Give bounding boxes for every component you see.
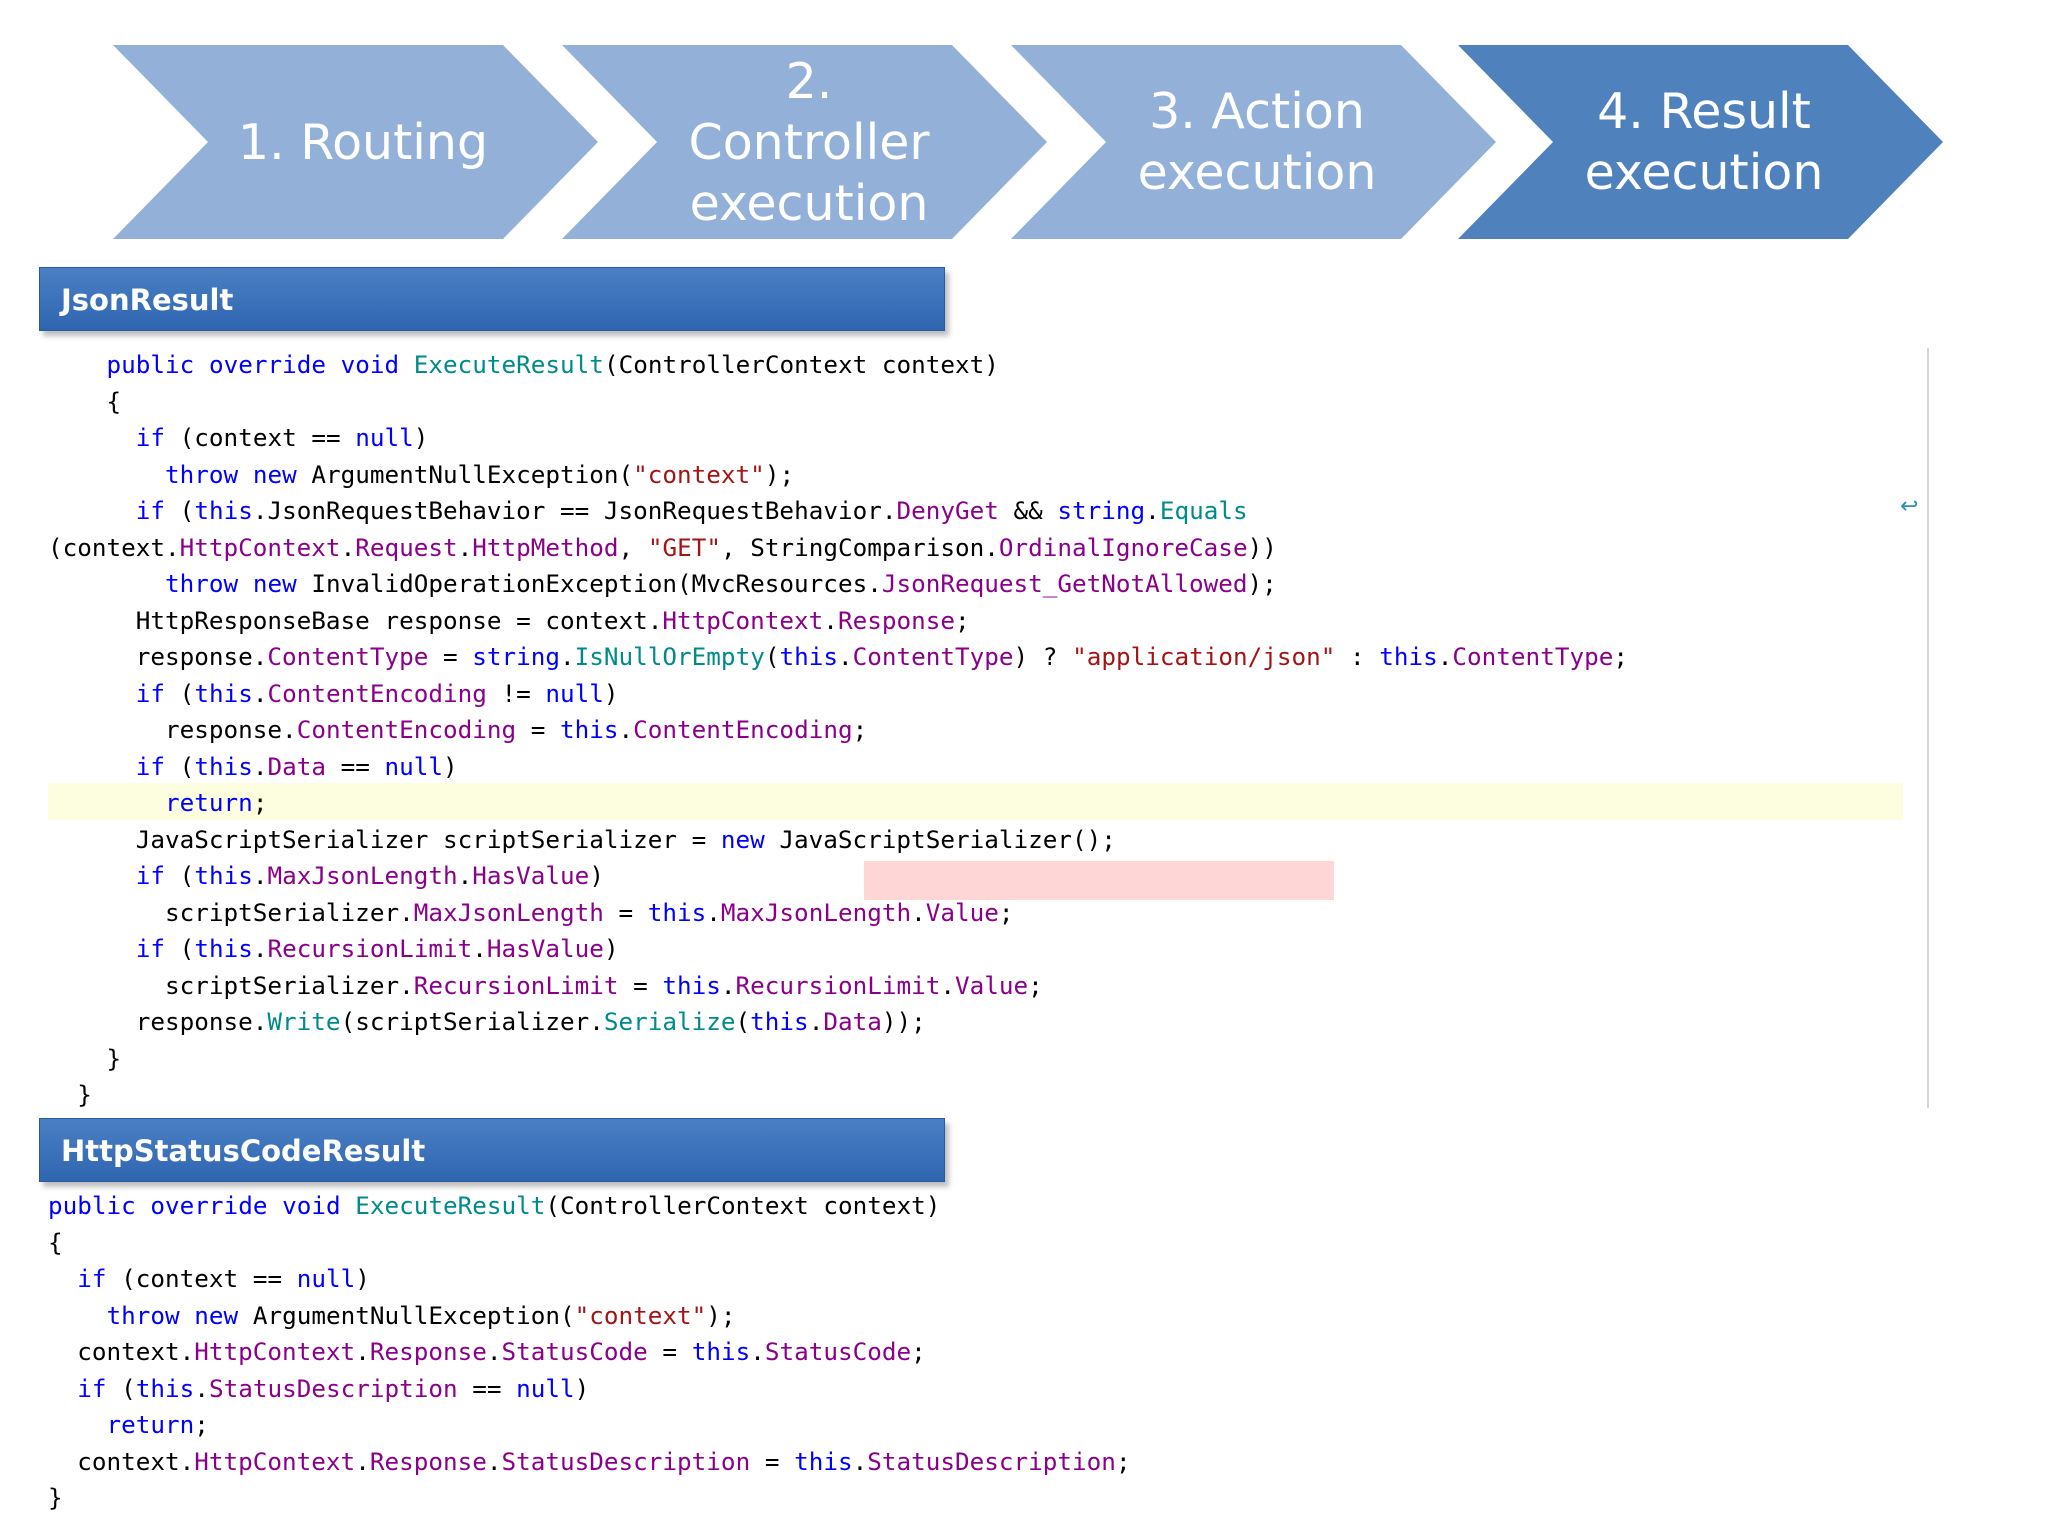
- word-wrap-icon: ↩: [1900, 494, 1919, 519]
- code-line: (context.HttpContext.Request.HttpMethod,…: [48, 532, 1277, 562]
- code-line: response.ContentEncoding = this.ContentE…: [48, 715, 868, 744]
- code-line: context.HttpContext.Response.StatusDescr…: [48, 1446, 1131, 1476]
- code-line: throw new ArgumentNullException("context…: [106, 1300, 736, 1330]
- code-line: throw new InvalidOperationException(MvcR…: [165, 569, 1277, 598]
- json-result-header: JsonResult: [39, 267, 945, 331]
- code-line: return;: [165, 788, 268, 817]
- step-3-label: 3. Action execution: [1137, 83, 1377, 201]
- step-3-chevron: [1011, 45, 1496, 239]
- code-line: {: [48, 386, 122, 416]
- step-1-label: 1. Routing: [237, 113, 489, 171]
- step-1-chevron: [113, 45, 598, 239]
- code-line: {: [48, 1227, 63, 1257]
- code-line: }: [48, 1080, 92, 1109]
- code-line: }: [48, 1483, 63, 1512]
- code-line: HttpResponseBase response = context.Http…: [48, 605, 970, 635]
- code-line: if (this.JsonRequestBehavior == JsonRequ…: [135, 496, 1248, 525]
- step-4-label: 4. Result execution: [1584, 83, 1824, 201]
- http-status-code-result-code: public override void ExecuteResult(Contr…: [48, 1188, 1131, 1517]
- code-line: public override void ExecuteResult(Contr…: [106, 350, 999, 379]
- editor-right-border: [1927, 348, 1929, 1108]
- code-line: JavaScriptSerializer scriptSerializer = …: [48, 824, 1116, 854]
- code-line: if (this.Data == null): [135, 751, 458, 781]
- code-line: if (this.ContentEncoding != null): [135, 678, 619, 708]
- code-line: scriptSerializer.MaxJsonLength = this.Ma…: [48, 897, 1014, 927]
- error-highlight: [864, 861, 1334, 900]
- code-line: if (context == null): [135, 423, 429, 452]
- http-status-code-result-header: HttpStatusCodeResult: [39, 1118, 945, 1182]
- code-line: public override void ExecuteResult(Contr…: [48, 1191, 941, 1220]
- step-4-chevron: [1458, 45, 1943, 239]
- code-line: context.HttpContext.Response.StatusCode …: [48, 1337, 926, 1366]
- code-line: if (this.RecursionLimit.HasValue): [135, 934, 619, 963]
- code-line: return;: [106, 1410, 209, 1439]
- step-2-label: 2. Controller execution: [688, 52, 930, 232]
- code-line: if (context == null): [77, 1264, 370, 1293]
- process-steps-diagram: [113, 45, 1943, 239]
- code-line: response.Write(scriptSerializer.Serializ…: [48, 1007, 926, 1036]
- step-2-chevron: [562, 45, 1047, 239]
- code-line: scriptSerializer.RecursionLimit = this.R…: [48, 970, 1043, 1000]
- code-line: }: [48, 1043, 122, 1073]
- code-line: response.ContentType = string.IsNullOrEm…: [48, 642, 1628, 671]
- code-line: throw new ArgumentNullException("context…: [165, 459, 795, 489]
- json-result-code: public override void ExecuteResult(Contr…: [48, 347, 1628, 1114]
- code-line: if (this.MaxJsonLength.HasValue): [135, 861, 604, 890]
- code-line: if (this.StatusDescription == null): [77, 1373, 590, 1403]
- current-line-highlight: [48, 783, 1903, 820]
